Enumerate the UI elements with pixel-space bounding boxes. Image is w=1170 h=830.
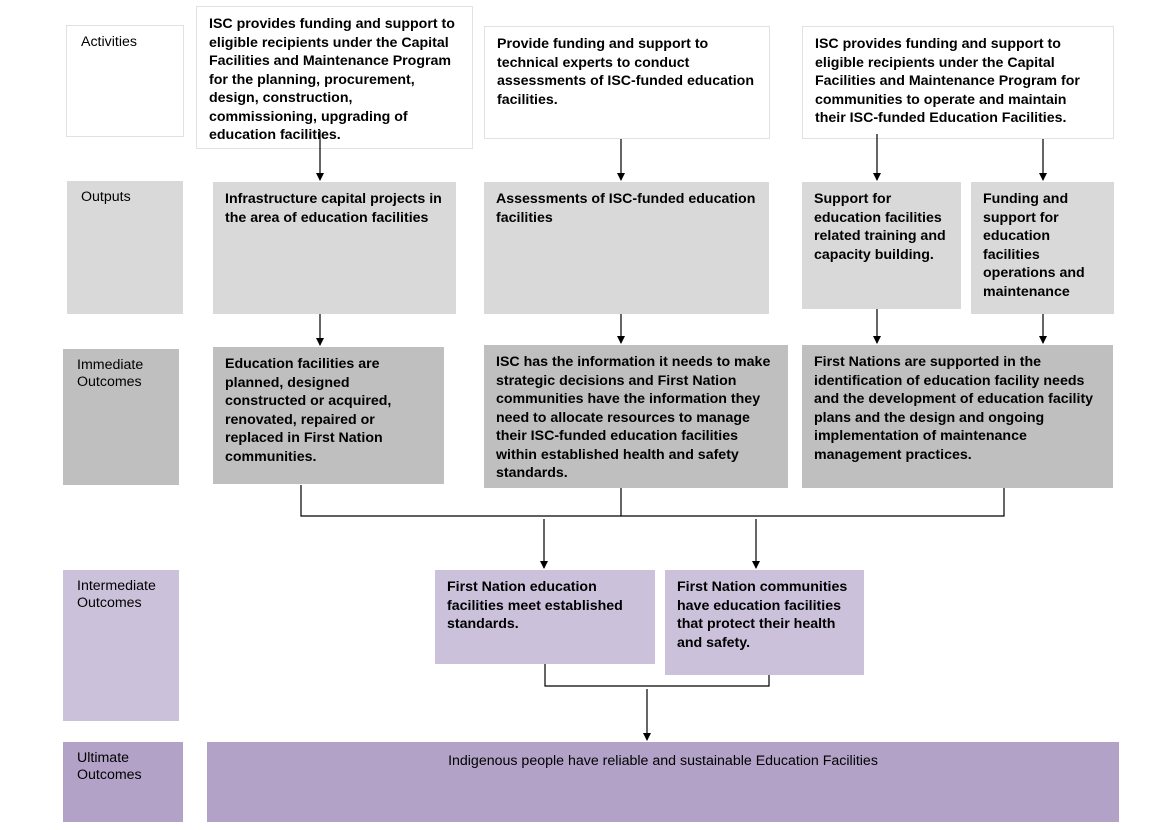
output-training-capacity: Support for education facilities related… xyxy=(802,182,961,309)
activity-operations-maintenance-funding: ISC provides funding and support to elig… xyxy=(802,26,1114,139)
ultimate-outcome: Indigenous people have reliable and sust… xyxy=(207,742,1119,822)
bracket-immediate-outcomes xyxy=(300,485,1005,517)
intermediate-outcome-standards: First Nation education facilities meet e… xyxy=(435,570,655,664)
row-label-immediate-outcomes: Immediate Outcomes xyxy=(63,349,179,485)
activity-capital-funding: ISC provides funding and support to elig… xyxy=(196,6,473,149)
immediate-outcome-information: ISC has the information it needs to make… xyxy=(484,345,788,488)
row-label-activities: Activities xyxy=(66,25,184,137)
row-label-outputs: Outputs xyxy=(67,181,183,314)
immediate-outcome-planning-support: First Nations are supported in the ident… xyxy=(802,345,1113,488)
output-assessments: Assessments of ISC-funded education faci… xyxy=(484,182,769,314)
activity-technical-assessments: Provide funding and support to technical… xyxy=(484,26,770,139)
row-label-ultimate-outcomes: Ultimate Outcomes xyxy=(63,742,183,822)
output-operations-maintenance: Funding and support for education facili… xyxy=(971,182,1114,314)
output-infrastructure-projects: Infrastructure capital projects in the a… xyxy=(213,182,456,314)
immediate-outcome-facilities-built: Education facilities are planned, design… xyxy=(213,347,444,484)
row-label-intermediate-outcomes: Intermediate Outcomes xyxy=(63,570,179,721)
intermediate-outcome-health-safety: First Nation communities have education … xyxy=(665,570,864,675)
